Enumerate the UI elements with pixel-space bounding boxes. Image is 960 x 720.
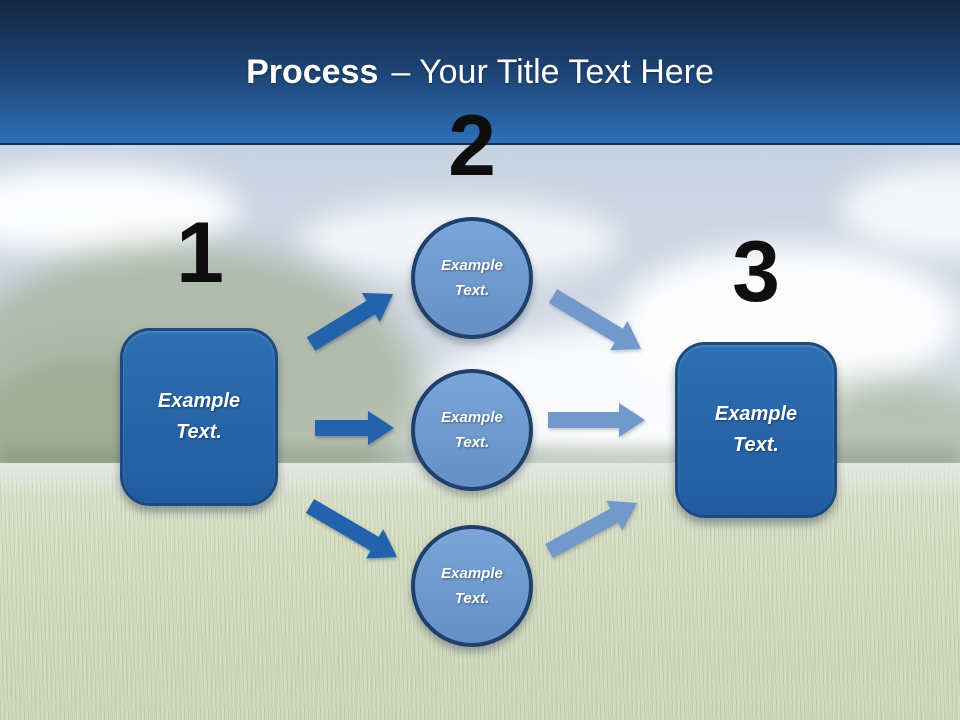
label-line-2: Text. xyxy=(454,590,490,607)
process-box-label: Example Text. xyxy=(158,386,240,448)
title-emphasis: Process xyxy=(246,53,379,91)
label-line-2: Text. xyxy=(733,434,779,456)
process-box-label: Example Text. xyxy=(715,399,797,461)
label-line-2: Text. xyxy=(176,421,222,443)
label-line-1: Example xyxy=(441,564,503,582)
cloud-decoration xyxy=(0,165,240,255)
process-circle-label: Example Text. xyxy=(441,405,503,456)
process-box-step-3: Example Text. xyxy=(675,342,837,518)
step-1-number: 1 xyxy=(176,205,224,301)
header-band xyxy=(0,0,960,145)
process-circle-label: Example Text. xyxy=(441,253,503,304)
step-3-number: 3 xyxy=(732,224,780,320)
label-line-1: Example xyxy=(441,408,503,426)
process-circle-top: Example Text. xyxy=(411,217,533,339)
label-line-2: Text. xyxy=(454,282,490,299)
label-line-2: Text. xyxy=(454,434,490,451)
title-rest: – Your Title Text Here xyxy=(391,53,714,91)
process-box-step-1: Example Text. xyxy=(120,328,278,506)
cloud-decoration xyxy=(840,165,960,255)
label-line-1: Example xyxy=(157,390,241,412)
process-circle-bottom: Example Text. xyxy=(411,525,533,647)
process-circle-label: Example Text. xyxy=(441,561,503,612)
label-line-1: Example xyxy=(441,256,503,274)
slide-title: Process – Your Title Text Here xyxy=(0,52,960,92)
label-line-1: Example xyxy=(714,403,798,425)
process-circle-middle: Example Text. xyxy=(411,369,533,491)
step-2-number: 2 xyxy=(448,98,496,194)
